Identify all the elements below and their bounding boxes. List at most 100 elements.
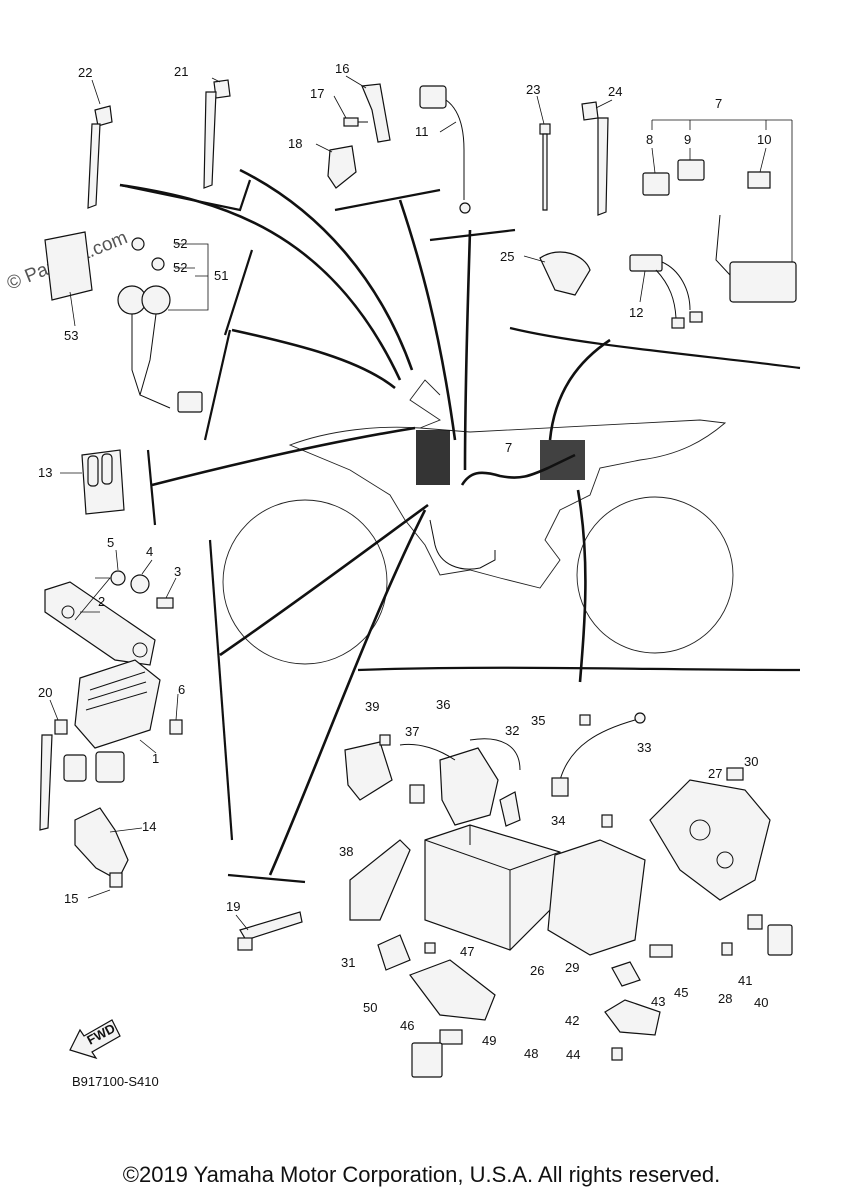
part-10-fuse bbox=[747, 171, 771, 189]
part-16-bracket bbox=[361, 83, 391, 143]
callout-41: 41 bbox=[738, 973, 752, 988]
callout-9: 9 bbox=[684, 132, 691, 147]
part-11-lead bbox=[419, 85, 471, 214]
part-35-bolt bbox=[579, 714, 591, 726]
part-34-bolt bbox=[601, 814, 613, 828]
part-1-rectifier bbox=[63, 659, 161, 783]
callout-14: 14 bbox=[142, 819, 156, 834]
part-39-bolt bbox=[379, 734, 391, 746]
callout-47: 47 bbox=[460, 944, 474, 959]
callout-30: 30 bbox=[744, 754, 758, 769]
part-8-relay bbox=[642, 172, 670, 196]
callout-51: 51 bbox=[214, 268, 228, 283]
part-15-bolt bbox=[109, 872, 123, 888]
callout-1: 1 bbox=[152, 751, 159, 766]
part-5-collar bbox=[110, 570, 126, 586]
diagram-code: B917100-S410 bbox=[72, 1074, 159, 1089]
callout-15: 15 bbox=[64, 891, 78, 906]
callout-7: 7 bbox=[715, 96, 722, 111]
callout-32: 32 bbox=[505, 723, 519, 738]
part-45-pad bbox=[649, 944, 673, 958]
part-13-fuse-holder bbox=[81, 449, 125, 515]
callout-48: 48 bbox=[524, 1046, 538, 1061]
callout-34: 34 bbox=[551, 813, 565, 828]
callout-24: 24 bbox=[608, 84, 622, 99]
part-25-sensor bbox=[539, 251, 591, 296]
callout-12: 12 bbox=[629, 305, 643, 320]
part-33-cable bbox=[551, 712, 646, 797]
part-24-band bbox=[581, 101, 609, 216]
part-4-grommet bbox=[130, 574, 150, 594]
callout-19: 19 bbox=[226, 899, 240, 914]
part-17-bolt bbox=[343, 117, 368, 127]
callouts: 22 21 16 17 18 11 23 24 7 8 9 10 25 12 5… bbox=[38, 61, 771, 1062]
part-43-bracket bbox=[611, 961, 641, 987]
callout-6: 6 bbox=[178, 682, 185, 697]
callout-52a: 52 bbox=[173, 236, 187, 251]
callout-25: 25 bbox=[500, 249, 514, 264]
callout-11: 11 bbox=[415, 124, 429, 139]
part-37-cover bbox=[409, 784, 425, 804]
callout-46: 46 bbox=[400, 1018, 414, 1033]
callout-50: 50 bbox=[363, 1000, 377, 1015]
copyright-notice: ©2019 Yamaha Motor Corporation, U.S.A. A… bbox=[122, 1162, 721, 1187]
part-31-cover bbox=[349, 839, 411, 921]
part-38-relay bbox=[344, 741, 393, 801]
callout-52b: 52 bbox=[173, 260, 187, 275]
part-19-band bbox=[237, 911, 303, 951]
callout-17: 17 bbox=[310, 86, 324, 101]
part-3-bolt bbox=[156, 597, 174, 609]
part-27-bracket bbox=[649, 779, 771, 901]
group-brackets bbox=[119, 168, 801, 884]
callout-29: 29 bbox=[565, 960, 579, 975]
callout-26: 26 bbox=[530, 963, 544, 978]
part-47-bolt bbox=[424, 942, 436, 954]
callout-18: 18 bbox=[288, 136, 302, 151]
callout-2: 2 bbox=[98, 594, 105, 609]
callout-23: 23 bbox=[526, 82, 540, 97]
part-42-sensor bbox=[604, 999, 661, 1036]
callout-53: 53 bbox=[64, 328, 78, 343]
part-46-bracket bbox=[409, 959, 496, 1021]
part-26-battery bbox=[424, 824, 561, 951]
part-20-band bbox=[39, 719, 68, 831]
callout-16: 16 bbox=[335, 61, 349, 76]
callout-5: 5 bbox=[107, 535, 114, 550]
callout-43: 43 bbox=[651, 994, 665, 1009]
callout-20: 20 bbox=[38, 685, 52, 700]
part-28-bolt bbox=[721, 942, 733, 956]
part-6-bolt bbox=[169, 719, 183, 735]
callout-37: 37 bbox=[405, 724, 419, 739]
callout-22: 22 bbox=[78, 65, 92, 80]
motorcycle-outline: 7 bbox=[222, 379, 734, 665]
callout-10: 10 bbox=[757, 132, 771, 147]
part-51-socket bbox=[117, 285, 203, 413]
callout-42: 42 bbox=[565, 1013, 579, 1028]
part-22-band bbox=[87, 105, 113, 209]
callout-3: 3 bbox=[174, 564, 181, 579]
part-30-clip bbox=[726, 767, 744, 781]
callout-4: 4 bbox=[146, 544, 153, 559]
callout-39: 39 bbox=[365, 699, 379, 714]
callout-45: 45 bbox=[674, 985, 688, 1000]
fwd-arrow-icon: FWD bbox=[69, 1019, 121, 1060]
part-36-starter-relay bbox=[399, 743, 499, 826]
part-29-ecu bbox=[547, 839, 646, 956]
callout-7-harness: 7 bbox=[505, 440, 512, 455]
part-14-bracket bbox=[74, 807, 129, 881]
callout-21: 21 bbox=[174, 64, 188, 79]
part-48-49-connector bbox=[411, 1029, 463, 1078]
callout-35: 35 bbox=[531, 713, 545, 728]
part-44-bolt bbox=[611, 1047, 623, 1061]
callout-31: 31 bbox=[341, 955, 355, 970]
callout-28: 28 bbox=[718, 991, 732, 1006]
part-9-relay bbox=[677, 159, 705, 181]
callout-40: 40 bbox=[754, 995, 768, 1010]
part-50-sensor bbox=[377, 934, 411, 971]
part-12-lead bbox=[629, 254, 703, 329]
callout-27: 27 bbox=[708, 766, 722, 781]
part-2-bracket bbox=[44, 581, 156, 666]
part-23-tie bbox=[539, 123, 551, 211]
callout-36: 36 bbox=[436, 697, 450, 712]
